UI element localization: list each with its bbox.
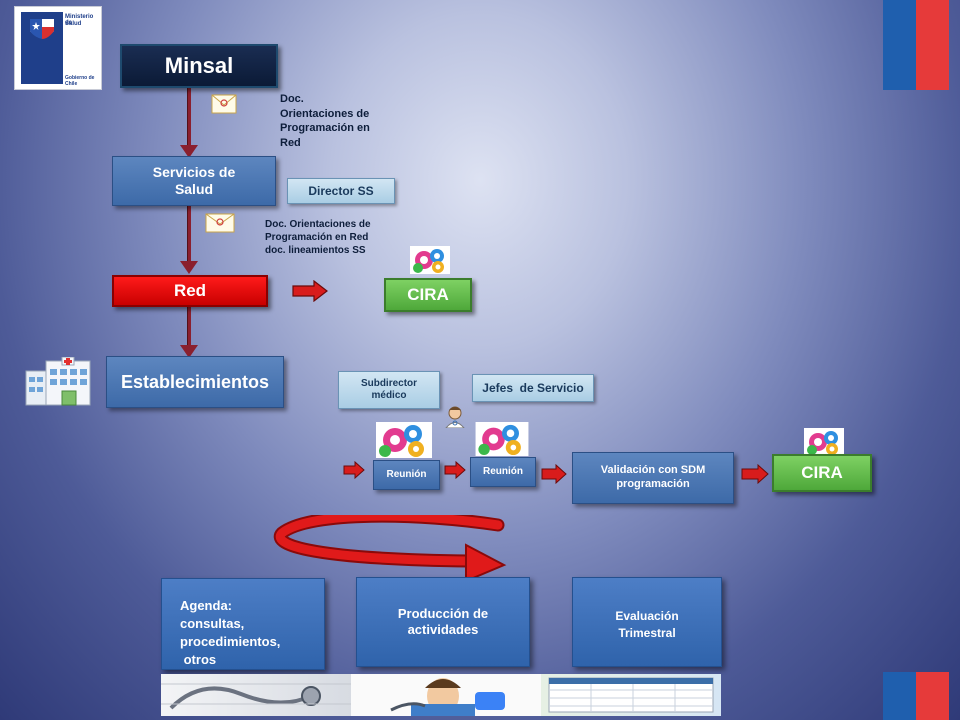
envelope-icon xyxy=(205,213,235,233)
doc-note-1-line: Programación en xyxy=(280,122,370,135)
red-arrow-icon xyxy=(741,464,769,484)
minsal-box: Minsal xyxy=(120,44,278,88)
ministerio-logo: Ministerio de Salud Gobierno de Chile xyxy=(14,6,102,90)
photo-strip xyxy=(161,674,721,716)
gears-icon xyxy=(410,246,450,274)
doc-note-2: Doc. Orientaciones de Programación en Re… xyxy=(265,218,405,258)
connector-arrowhead-2 xyxy=(180,261,198,274)
connector-servicios-red xyxy=(187,206,191,268)
doctor-photo xyxy=(351,674,541,716)
flag-red-bottom xyxy=(916,672,949,720)
establecimientos-box: Establecimientos xyxy=(106,356,284,408)
logo-ministerio-line1: Ministerio de xyxy=(65,14,94,26)
gears-icon xyxy=(376,422,432,458)
curved-arrow-icon xyxy=(273,515,507,583)
red-arrow-icon xyxy=(444,461,466,479)
red-arrow-icon xyxy=(292,280,328,302)
logo-ministerio-line2: Salud xyxy=(65,21,82,27)
jefes-de-servicio-box: Jefes de Servicio xyxy=(472,374,594,402)
evaluacion-trimestral-box: Evaluación Trimestral xyxy=(572,577,722,667)
red-box: Red xyxy=(112,275,268,307)
cira-box-2: CIRA xyxy=(772,454,872,492)
evaluacion-line: Evaluación xyxy=(615,609,679,623)
doc-note-1: Doc. Orientaciones de Programación en Re… xyxy=(280,92,390,150)
servicios-de-salud-box: Servicios de Salud xyxy=(112,156,276,206)
logo-shield-icon xyxy=(26,17,58,45)
subdirector-medico-box: Subdirector médico xyxy=(338,371,440,409)
produccion-actividades-box: Producción de actividades xyxy=(356,577,530,667)
doctor-icon xyxy=(445,406,465,428)
connector-arrowhead-3 xyxy=(180,345,198,358)
connector-minsal-servicios xyxy=(187,88,191,152)
doc-note-1-line: Doc. xyxy=(280,93,304,105)
reunion-box-2: Reunión xyxy=(470,457,536,487)
gears-icon xyxy=(804,428,844,456)
hospital-icon xyxy=(25,357,91,406)
cira-box-1: CIRA xyxy=(384,278,472,312)
reunion-box-1: Reunión xyxy=(373,460,440,490)
agenda-line: Agenda: xyxy=(180,598,232,613)
agenda-line: otros xyxy=(180,651,217,667)
spreadsheet-photo xyxy=(541,674,721,716)
doc-note-2-line: Doc. Orientaciones de xyxy=(265,219,371,230)
doc-note-1-line: Orientaciones de xyxy=(280,107,370,120)
flag-red-top xyxy=(916,0,949,90)
evaluacion-line: Trimestral xyxy=(618,626,676,641)
doc-note-2-line: Programación en Red xyxy=(265,232,369,244)
connector-arrowhead-1 xyxy=(180,145,198,158)
red-arrow-icon xyxy=(343,461,365,479)
director-ss-box: Director SS xyxy=(287,178,395,204)
stethoscope-photo xyxy=(161,674,351,716)
agenda-line: consultas, xyxy=(180,615,245,631)
doc-note-1-line: Red xyxy=(280,136,301,149)
flag-blue-top xyxy=(883,0,916,90)
agenda-box: Agenda: consultas, procedimientos, otros xyxy=(161,578,325,670)
envelope-icon xyxy=(211,94,237,114)
agenda-line: procedimientos, xyxy=(180,633,281,649)
flag-blue-bottom xyxy=(883,672,916,720)
gears-icon xyxy=(475,422,529,456)
doc-note-2-line: doc. lineamientos SS xyxy=(265,245,366,257)
logo-gobierno-footer: Gobierno de Chile xyxy=(65,75,95,87)
red-arrow-icon xyxy=(541,464,567,484)
connector-red-establecimientos xyxy=(187,307,191,352)
validacion-sdm-box: Validación con SDM programación xyxy=(572,452,734,504)
